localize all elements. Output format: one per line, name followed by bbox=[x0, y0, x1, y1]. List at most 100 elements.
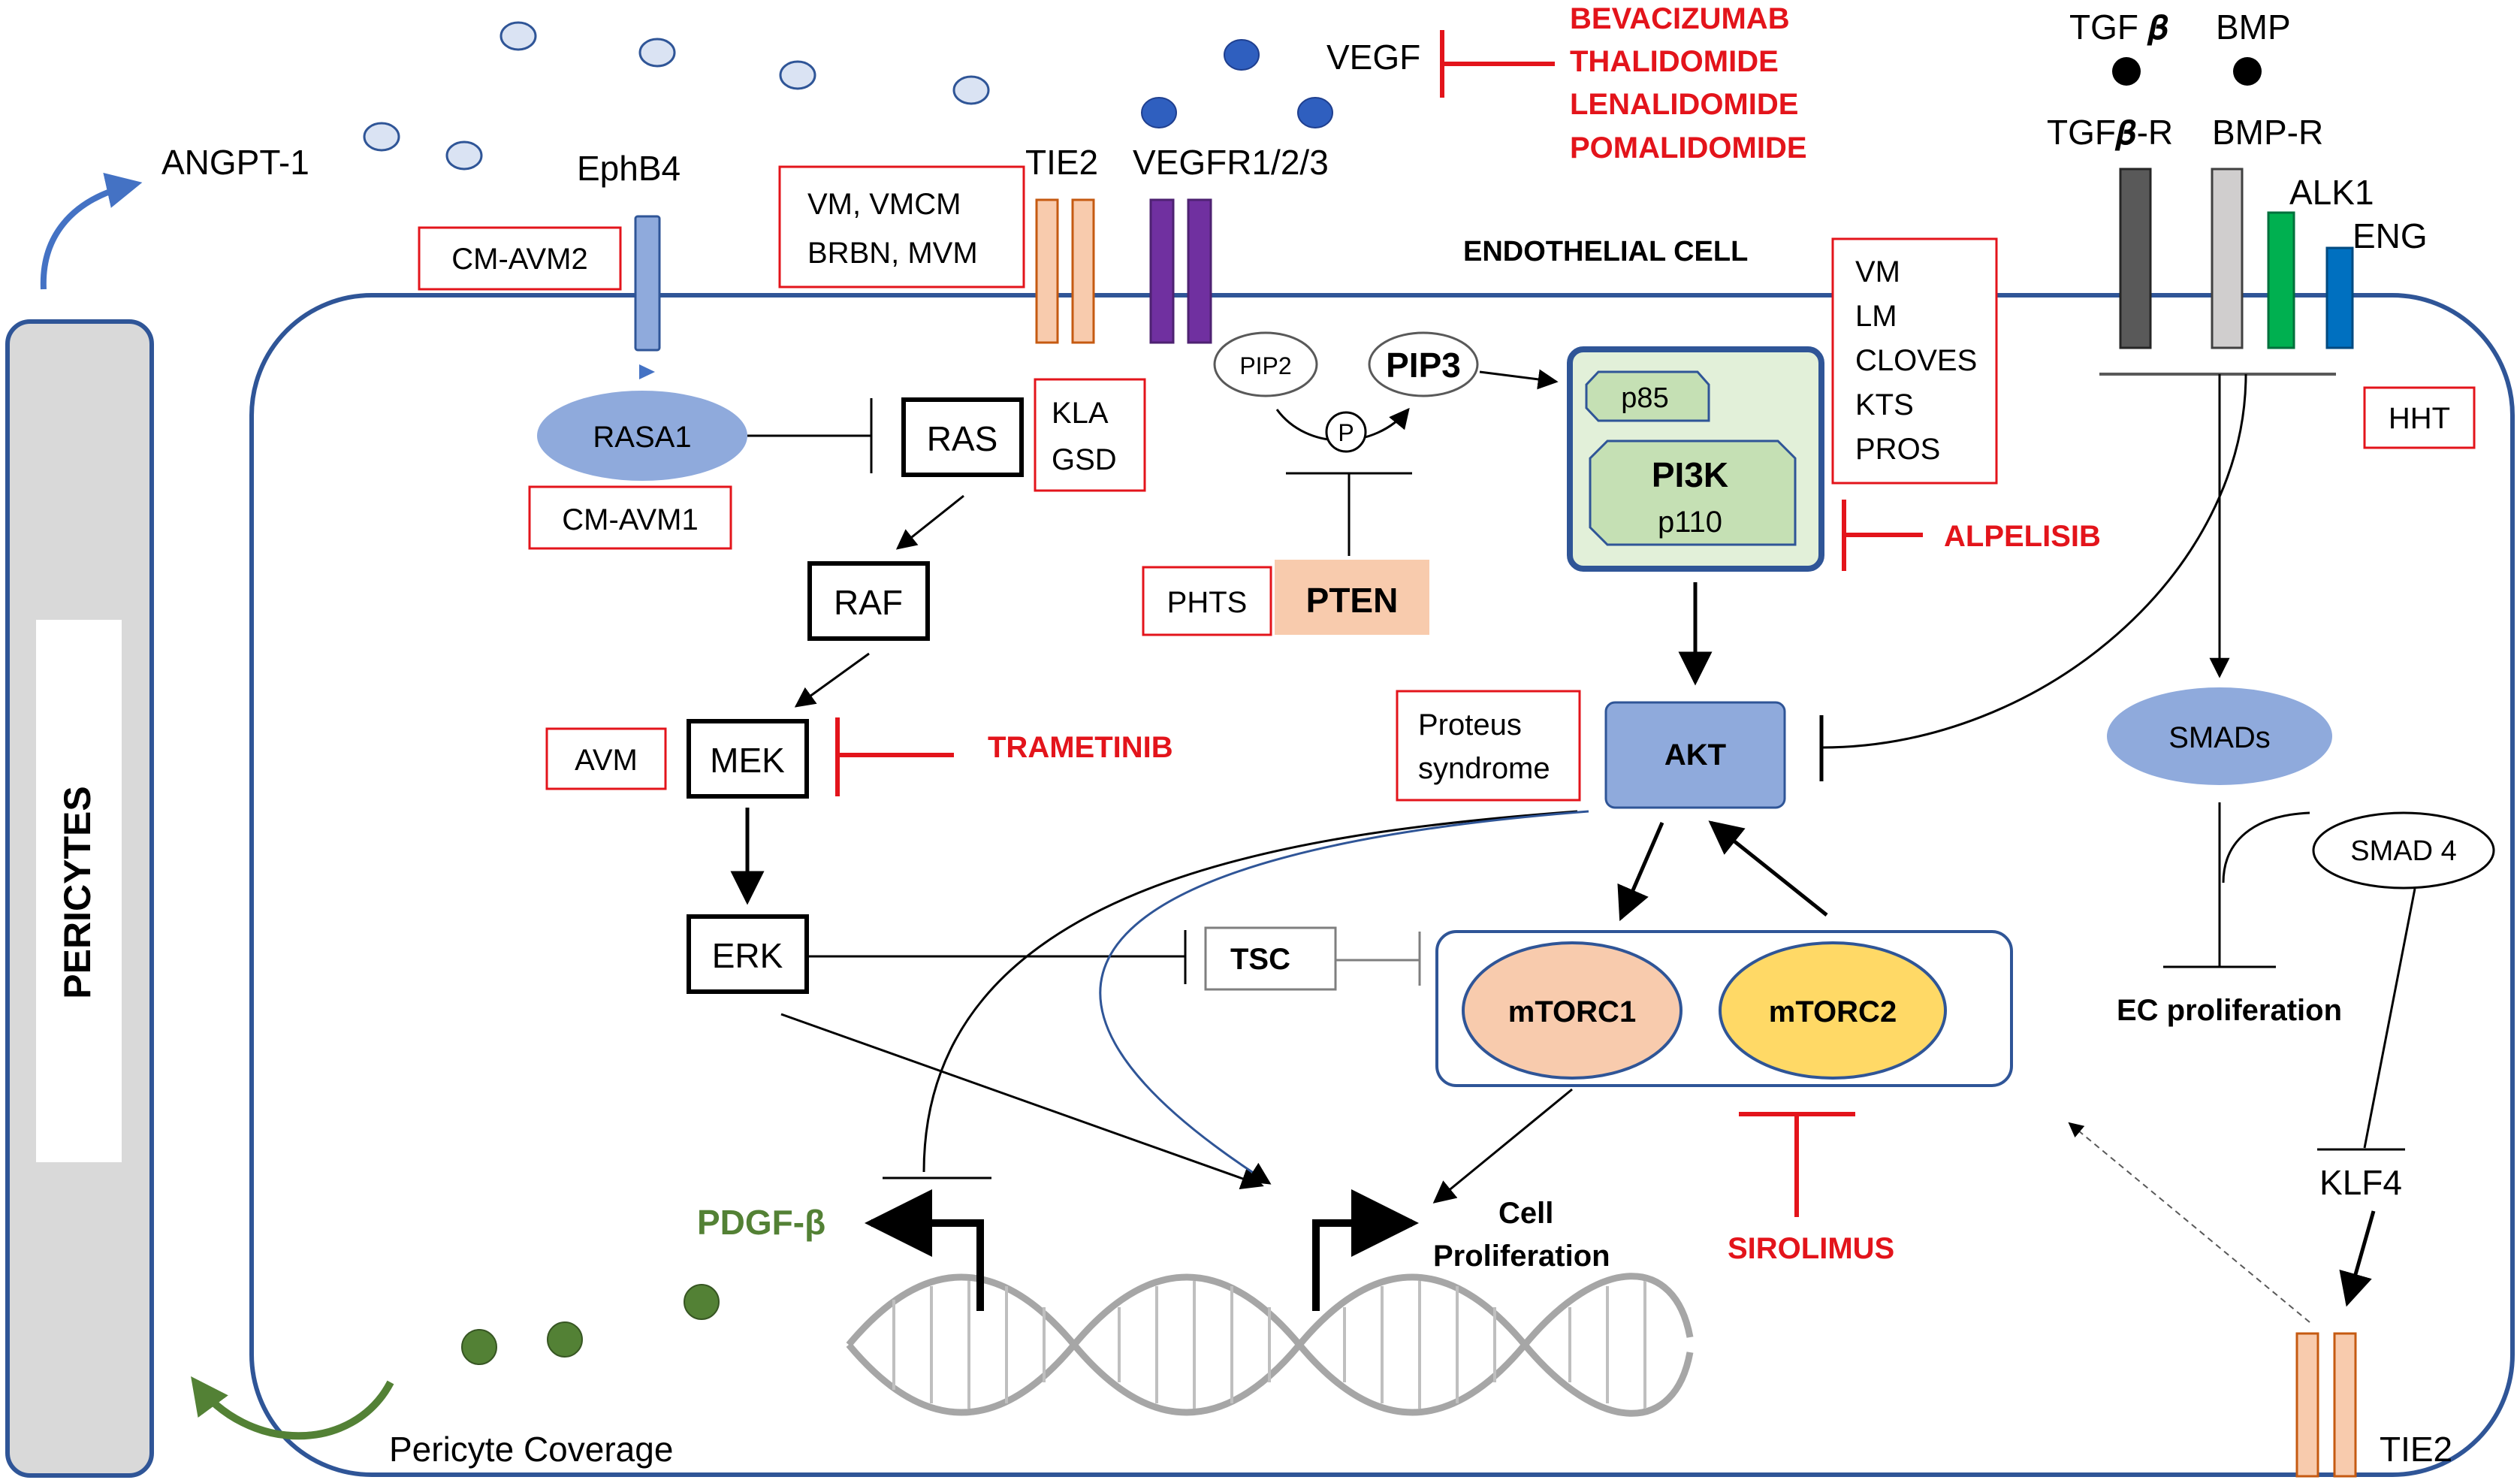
pik3ca-disease-box bbox=[1831, 237, 1998, 485]
smads-label: SMADs bbox=[2168, 721, 2271, 754]
p85-subunit bbox=[1585, 370, 1710, 422]
vegfr-receptor-left bbox=[1149, 198, 1175, 344]
ras-label: RAS bbox=[927, 419, 998, 458]
smad4-node bbox=[2312, 811, 2495, 889]
pik3ca-pros: PROS bbox=[1855, 433, 1940, 466]
drug-alpelisib: ALPELISIB bbox=[1944, 520, 2101, 553]
rasa1-label: RASA1 bbox=[593, 421, 691, 454]
mtorc1-to-proliferation-arrow bbox=[1432, 1088, 1573, 1204]
cm-avm2-box bbox=[418, 226, 622, 291]
mtorc2-label: mTORC2 bbox=[1769, 995, 1897, 1028]
angpt1-label: ANGPT-1 bbox=[161, 143, 309, 182]
tie2-bottom-receptor-left bbox=[2295, 1332, 2319, 1478]
endothelial-cell-label: ENDOTHELIAL CELL bbox=[1463, 236, 1748, 267]
pip3-node bbox=[1368, 331, 1479, 397]
pi3k-label: PI3K bbox=[1652, 455, 1728, 494]
proliferation-label: Proliferation bbox=[1433, 1240, 1610, 1273]
eng-receptor bbox=[2325, 246, 2354, 349]
angpt1-arrow bbox=[40, 172, 143, 290]
pericytes-label: PERICYTES bbox=[56, 786, 98, 998]
pik3ca-lm: LM bbox=[1855, 300, 1897, 333]
hht-label: HHT bbox=[2389, 402, 2450, 435]
pip2-node bbox=[1213, 331, 1318, 397]
vegf-drug-list: BEVACIZUMAB THALIDOMIDE LENALIDOMIDE POM… bbox=[1570, 2, 1807, 165]
mek-node bbox=[687, 719, 809, 799]
drug-sirolimus: SIROLIMUS bbox=[1728, 1232, 1894, 1265]
cm-avm2-label: CM-AVM2 bbox=[451, 243, 587, 276]
ephb4-receptor bbox=[634, 215, 661, 352]
trametinib-inhibitor bbox=[835, 717, 954, 796]
tgfb-ligand bbox=[2112, 57, 2141, 86]
pten-label: PTEN bbox=[1306, 581, 1399, 620]
eng-label: ENG bbox=[2353, 216, 2428, 255]
pik3ca-cloves: CLOVES bbox=[1855, 344, 1977, 377]
tie2-disease-line2: BRBN, MVM bbox=[807, 237, 978, 270]
tgfb-label: TGF 𝜷 bbox=[2069, 8, 2168, 47]
raf-to-mek-arrow bbox=[794, 652, 870, 708]
phts-box bbox=[1142, 566, 1272, 636]
klf4-to-tie2-arrow bbox=[2339, 1210, 2376, 1307]
smads-node bbox=[2107, 687, 2332, 785]
ec-proliferation-label: EC proliferation bbox=[2117, 994, 2342, 1027]
akt-to-proliferation-curve bbox=[1099, 810, 1589, 1185]
bmp-ligand bbox=[2233, 57, 2262, 86]
klf4-label: KLF4 bbox=[2319, 1163, 2402, 1202]
mtorc1-node bbox=[1462, 941, 1683, 1080]
ephb4-to-rasa1-arrowhead bbox=[639, 364, 655, 379]
avm-box bbox=[545, 727, 667, 790]
erk-to-proliferation-arrow bbox=[780, 1013, 1264, 1190]
pdgfb-promoter-arrow bbox=[865, 1189, 984, 1311]
tsc-label: TSC bbox=[1230, 943, 1290, 976]
phosphate-label: P bbox=[1338, 419, 1354, 446]
drug-pomalidomide: POMALIDOMIDE bbox=[1570, 131, 1807, 165]
rasa1-inhibits-ras bbox=[747, 398, 873, 473]
pten-node bbox=[1275, 560, 1429, 635]
phts-label: PHTS bbox=[1167, 586, 1248, 619]
ras-to-raf-arrow bbox=[895, 494, 964, 550]
vegf-inhibitor bbox=[1440, 30, 1555, 98]
erk-inhibits-tsc bbox=[807, 930, 1187, 984]
bmpr-receptor bbox=[2211, 168, 2244, 349]
endothelial-cell-membrane bbox=[249, 293, 2515, 1477]
pik3ca-kts: KTS bbox=[1855, 388, 1914, 421]
pericyte-coverage-arrow bbox=[191, 1376, 394, 1440]
phosphate-node bbox=[1325, 411, 1367, 453]
erk-label: ERK bbox=[712, 936, 783, 975]
drug-trametinib: TRAMETINIB bbox=[988, 731, 1173, 764]
pip3-to-pi3k-arrow bbox=[1479, 369, 1559, 390]
tsc-inhibits-mtorc bbox=[1335, 932, 1421, 986]
proliferation-promoter-arrow bbox=[1312, 1189, 1419, 1311]
tie2-bottom-label: TIE2 bbox=[2380, 1430, 2452, 1469]
tie2-bottom-receptor-right bbox=[2333, 1332, 2357, 1478]
alk1-receptor bbox=[2267, 211, 2295, 349]
sirolimus-inhibitor bbox=[1739, 1112, 1855, 1217]
avm-label: AVM bbox=[575, 744, 638, 777]
pip3-label: PIP3 bbox=[1386, 346, 1461, 385]
pip2-label: PIP2 bbox=[1239, 352, 1291, 379]
tie2-receptor-right bbox=[1071, 198, 1095, 344]
smad4-to-smads-curve bbox=[2222, 811, 2310, 883]
akt-node bbox=[1604, 701, 1786, 809]
pik3ca-vm: VM bbox=[1855, 255, 1900, 288]
tgfbr-label: TGF𝜷-R bbox=[2047, 113, 2173, 152]
tgf-inhibits-akt-curve bbox=[1821, 373, 2247, 749]
tgfbr-receptor bbox=[2119, 168, 2152, 349]
bmpr-label: BMP-R bbox=[2212, 113, 2323, 152]
pdgfb-ligands bbox=[461, 1284, 720, 1365]
tie2-disease-line1: VM, VMCM bbox=[807, 188, 961, 221]
ephb4-label: EphB4 bbox=[577, 149, 681, 188]
tie2-top-label: TIE2 bbox=[1025, 143, 1098, 182]
erk-node bbox=[687, 914, 809, 994]
kla-label: KLA bbox=[1052, 397, 1109, 430]
pdgfb-label: PDGF-β bbox=[697, 1203, 825, 1242]
tie2-to-ec-proliferation-dashed bbox=[2068, 1122, 2310, 1323]
pten-inhibits-pip3 bbox=[1286, 472, 1412, 556]
smad4-inhibits-klf4 bbox=[2317, 888, 2416, 1151]
mtorc1-label: mTORC1 bbox=[1508, 995, 1636, 1028]
ras-node bbox=[901, 397, 1024, 477]
akt-label: AKT bbox=[1664, 738, 1726, 772]
rasa1-node bbox=[537, 391, 747, 481]
akt-to-mtorc-arrow bbox=[1617, 822, 1664, 922]
akt-inhibits-pdgfb-curve bbox=[922, 810, 1578, 1173]
tie2-receptor-left bbox=[1035, 198, 1059, 344]
